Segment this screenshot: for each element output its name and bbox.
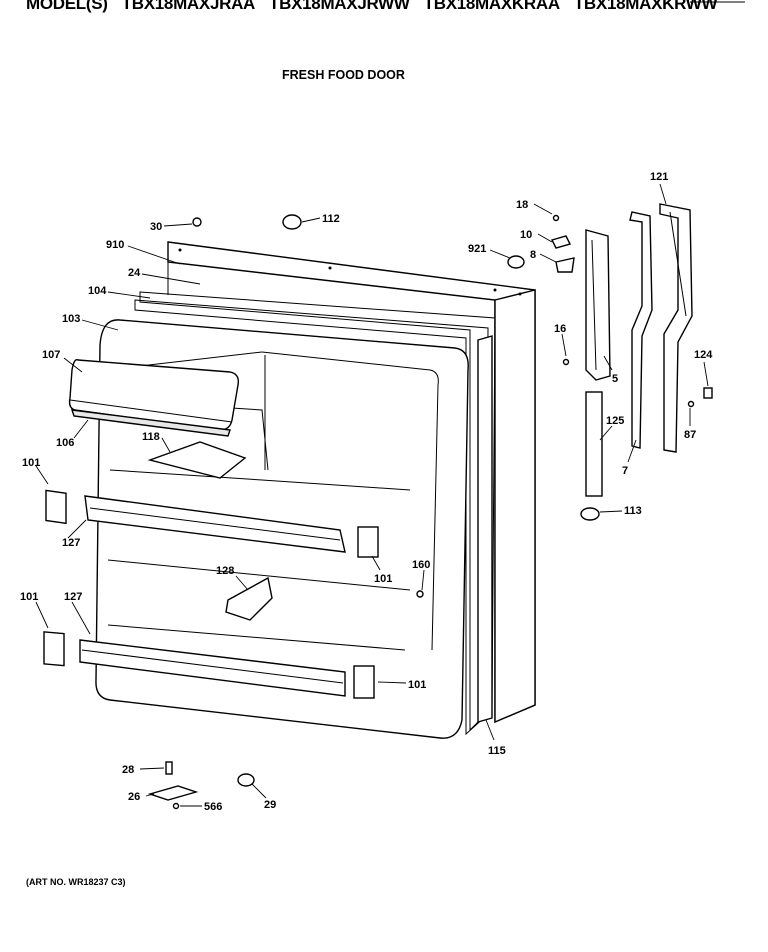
callout-101-a: 101 xyxy=(22,457,40,469)
hinge-bracket-5 xyxy=(585,229,611,381)
callout-103: 103 xyxy=(62,313,80,325)
callout-127-b: 127 xyxy=(64,591,82,603)
part-113 xyxy=(580,507,600,521)
callout-7: 7 xyxy=(622,465,628,477)
part-10 xyxy=(550,235,572,249)
dairy-door xyxy=(68,359,240,437)
model-3: TBX18MAXKRAA xyxy=(423,0,561,13)
models-header: MODEL(S) TBX18MAXJRAA TBX18MAXJRWW TBX18MAX… xyxy=(26,0,731,14)
upper-shelf-rail xyxy=(84,495,346,553)
end-cap-left-upper xyxy=(45,489,67,525)
outer-door-panel xyxy=(167,241,536,724)
leader-lines xyxy=(35,183,709,807)
callout-30: 30 xyxy=(150,221,162,233)
part-8 xyxy=(555,257,575,273)
callout-113: 113 xyxy=(624,505,642,517)
models-prefix: MODEL(S) xyxy=(26,0,108,13)
plate-26 xyxy=(147,785,199,801)
callout-115: 115 xyxy=(488,745,506,757)
screw-87 xyxy=(687,400,695,408)
screw-16 xyxy=(562,358,570,366)
cap-921 xyxy=(507,255,525,269)
callout-5: 5 xyxy=(612,373,618,385)
butter-tray xyxy=(147,441,247,479)
screw-566 xyxy=(172,802,180,810)
callout-26: 26 xyxy=(128,791,140,803)
callout-106: 106 xyxy=(56,437,74,449)
callout-127-a: 127 xyxy=(62,537,80,549)
callout-566: 566 xyxy=(204,801,222,813)
callout-87: 87 xyxy=(684,429,696,441)
trim-125 xyxy=(585,391,603,497)
shelf-bracket xyxy=(225,576,273,621)
screw-18 xyxy=(552,214,560,222)
handle-assembly xyxy=(629,203,693,453)
end-cap-right-upper xyxy=(357,526,379,558)
door-gasket xyxy=(134,299,489,736)
callout-10: 10 xyxy=(520,229,532,241)
callout-18: 18 xyxy=(516,199,528,211)
screw-160 xyxy=(416,590,424,598)
pin-28 xyxy=(165,761,173,775)
end-cap-right-lower xyxy=(353,665,375,699)
callout-24: 24 xyxy=(128,267,141,279)
model-1: TBX18MAXJRAA xyxy=(121,0,256,13)
callout-16: 16 xyxy=(554,323,566,335)
callout-124: 124 xyxy=(694,349,713,361)
callout-921: 921 xyxy=(468,243,486,255)
cap-124 xyxy=(703,387,713,399)
model-4: TBX18MAXKRWW xyxy=(573,0,718,13)
callout-125: 125 xyxy=(606,415,624,427)
cap-29 xyxy=(237,773,255,787)
callout-104: 104 xyxy=(88,285,107,297)
callout-112: 112 xyxy=(322,213,340,225)
callout-160: 160 xyxy=(412,559,430,571)
lower-shelf-rail xyxy=(79,639,346,697)
callout-8: 8 xyxy=(530,249,536,261)
art-number: (ART NO. WR18237 C3) xyxy=(26,877,126,887)
callout-121: 121 xyxy=(650,171,668,183)
callout-910: 910 xyxy=(106,239,124,251)
callout-101-c: 101 xyxy=(374,573,392,585)
door-gasket-strip xyxy=(477,335,493,723)
callout-29: 29 xyxy=(264,799,276,811)
page-title: FRESH FOOD DOOR xyxy=(282,68,405,82)
end-cap-left-lower xyxy=(43,631,65,667)
screw-30 xyxy=(192,217,202,227)
plug-112 xyxy=(282,214,302,230)
callout-118: 118 xyxy=(142,431,160,443)
callout-101-b: 101 xyxy=(20,591,38,603)
model-2: TBX18MAXJRWW xyxy=(269,0,410,13)
callout-28: 28 xyxy=(122,764,134,776)
callout-101-d: 101 xyxy=(408,679,426,691)
callout-128: 128 xyxy=(216,565,234,577)
callout-107: 107 xyxy=(42,349,60,361)
